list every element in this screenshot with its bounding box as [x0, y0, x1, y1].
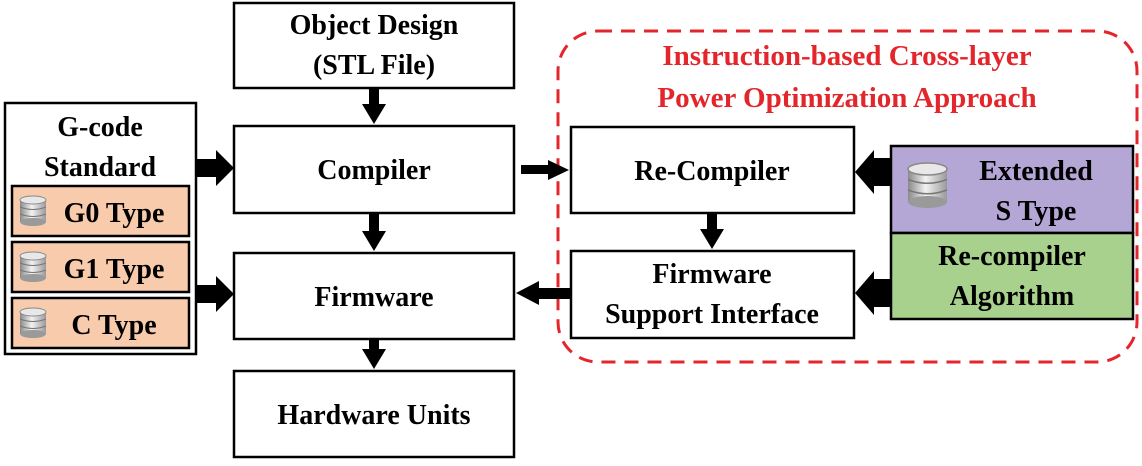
arrow-compiler-to-recompiler [521, 160, 569, 180]
algorithm-label-line2: Algorithm [950, 281, 1074, 312]
gcode-label: G-code [57, 112, 143, 143]
firmware-box: Firmware [232, 251, 516, 341]
gcode-standard-box: G-code Standard G0 Type G1 Type C Type [3, 101, 198, 356]
s-type-label: S Type [996, 196, 1077, 227]
stl-file-label: (STL File) [313, 50, 435, 81]
firmware-support-interface-box: Firmware Support Interface [569, 249, 856, 340]
arrow-gcode-to-firmware [196, 276, 234, 312]
database-icon [907, 162, 948, 209]
compiler-label: Compiler [317, 155, 431, 186]
standard-label: Standard [44, 152, 156, 183]
c-type-label: C Type [71, 310, 156, 341]
database-icon [19, 251, 47, 283]
firmware-label: Firmware [314, 282, 433, 313]
arrow-fsi-to-firmware [516, 281, 571, 305]
algorithm-label-line1: Re-compiler [938, 241, 1086, 272]
g0-type-label: G0 Type [64, 198, 165, 229]
arrow-algorithm-to-fsi [855, 271, 891, 315]
re-compiler-algorithm-box: Re-compiler Algorithm [889, 231, 1135, 321]
object-design-label: Object Design [290, 10, 459, 41]
arrow-firmware-to-hardware [362, 339, 386, 369]
g1-type-item: G1 Type [10, 240, 191, 294]
extended-s-type-box: Extended S Type [889, 144, 1135, 235]
extended-label: Extended [979, 156, 1093, 187]
g0-type-item: G0 Type [10, 184, 191, 238]
database-icon [19, 195, 47, 227]
arrow-recompiler-to-fsi [700, 213, 724, 249]
arrow-extended-to-recompiler [855, 150, 891, 194]
fsi-label-line2: Support Interface [605, 299, 819, 330]
c-type-item: C Type [10, 296, 191, 350]
compiler-box: Compiler [232, 124, 516, 215]
arrow-design-to-compiler [362, 88, 386, 124]
approach-title-line1: Instruction-based Cross-layer [662, 40, 1031, 72]
database-icon [19, 307, 47, 339]
fsi-label-line1: Firmware [652, 259, 771, 290]
re-compiler-box: Re-Compiler [569, 125, 856, 215]
g1-type-label: G1 Type [64, 254, 165, 285]
arrow-gcode-to-compiler [196, 150, 234, 186]
approach-title-line2: Power Optimization Approach [657, 82, 1036, 114]
hardware-units-box: Hardware Units [232, 369, 516, 459]
hardware-units-label: Hardware Units [277, 400, 470, 431]
arrow-compiler-to-firmware [362, 213, 386, 251]
object-design-box: Object Design (STL File) [232, 1, 516, 90]
re-compiler-label: Re-Compiler [634, 156, 790, 187]
